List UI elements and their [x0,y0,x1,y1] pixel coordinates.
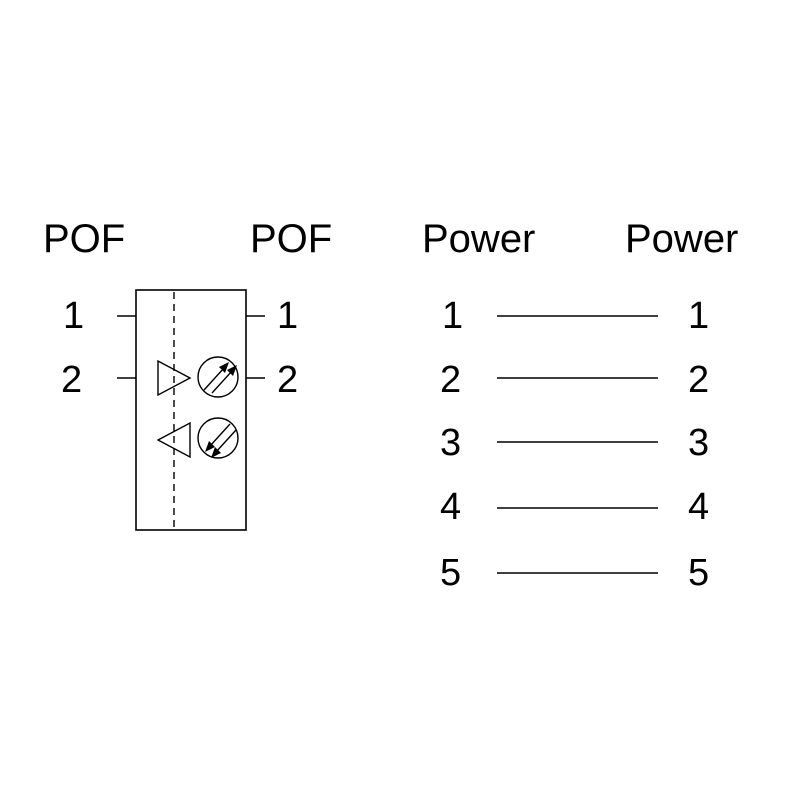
led-arrowhead-1 [219,362,229,373]
amplifier-left-triangle-icon [156,421,191,459]
power-left-pin-4: 4 [440,486,461,528]
power-right-pin-3: 3 [688,422,709,464]
pof-right-pin-1: 1 [277,295,298,337]
transmitter-led-icon [157,356,239,398]
photodiode-circle-icon [197,417,239,459]
photodiode-arrow-1 [209,423,231,447]
photodiode-arrowhead-1 [205,441,215,452]
pof-left-pin-2: 2 [61,359,82,401]
photodiode-arrowhead-2 [211,447,221,458]
power-right-pin-1: 1 [688,295,709,337]
pof-connector-body [135,289,247,531]
power-right-pin-5: 5 [688,552,709,594]
led-arrowhead-2 [227,365,237,376]
power-right-pin-4: 4 [688,486,709,528]
pof-right-header: POF [250,217,332,261]
led-circle-icon [197,356,239,398]
power-right-pin-2: 2 [688,359,709,401]
power-left-pin-1: 1 [442,295,463,337]
power-left-pin-5: 5 [440,552,461,594]
led-arrow-2 [211,370,233,394]
power-section: Power Power 1 1 2 2 3 3 4 4 5 5 [422,217,738,594]
pof-right-pin-2: 2 [277,359,298,401]
photodiode-arrow-2 [215,429,237,453]
led-arrow-1 [203,367,225,391]
amplifier-right-triangle-icon [157,359,192,397]
power-left-pin-2: 2 [440,359,461,401]
power-left-pin-3: 3 [440,422,461,464]
pof-left-pin-1: 1 [63,295,84,337]
pof-left-header: POF [43,217,125,261]
receiver-photodiode-icon [156,417,239,459]
power-right-header: Power [625,217,738,261]
power-left-header: Power [422,217,535,261]
pof-section: POF POF 1 2 1 2 [43,217,332,531]
